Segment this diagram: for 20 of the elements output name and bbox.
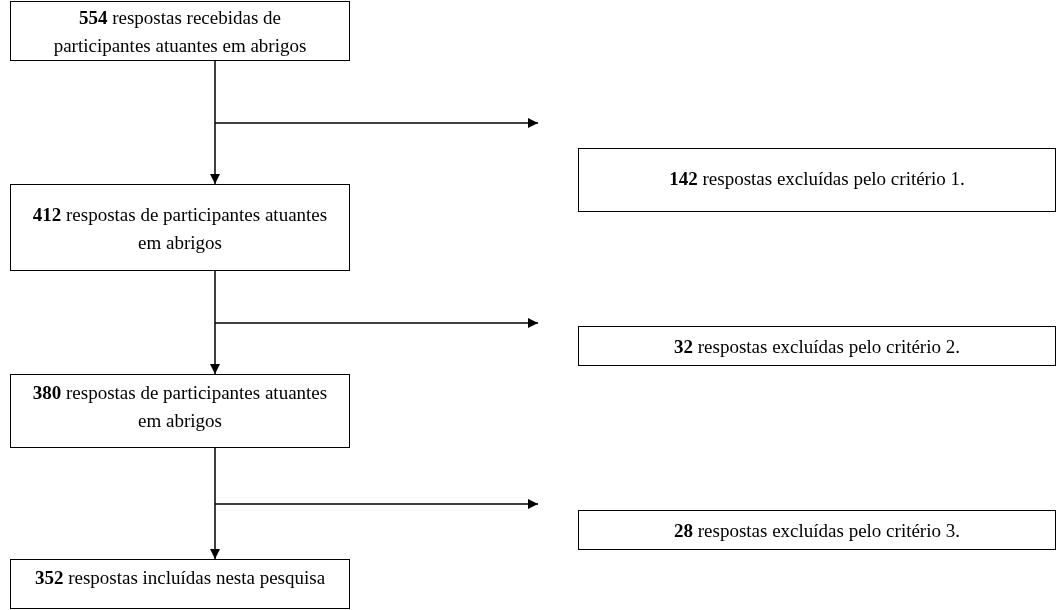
box-text: 352 respostas incluídas nesta pesquisa [34, 566, 326, 590]
box-text: 554 respostas recebidas de participantes atuantes em abrigos [52, 6, 308, 58]
process-box [10, 184, 350, 271]
process-box [10, 559, 350, 609]
arrow [210, 447, 220, 560]
process-box [10, 374, 350, 448]
arrow [210, 60, 220, 185]
process-box [578, 148, 1056, 212]
arrow [214, 318, 539, 328]
arrow [214, 118, 539, 128]
process-box [578, 510, 1056, 550]
box-text: 380 respostas de participantes atuantes em abrigos [31, 381, 329, 433]
box-text: 412 respostas de participantes atuantes em abrigos [31, 203, 329, 255]
arrow [210, 270, 220, 375]
process-box [10, 1, 350, 61]
box-text: 28 respostas excluídas pelo critério 3. [674, 519, 960, 543]
box-text: 32 respostas excluídas pelo critério 2. [674, 335, 960, 359]
box-text: 142 respostas excluídas pelo critério 1. [669, 167, 965, 191]
process-box [578, 326, 1056, 366]
arrow [214, 499, 539, 509]
